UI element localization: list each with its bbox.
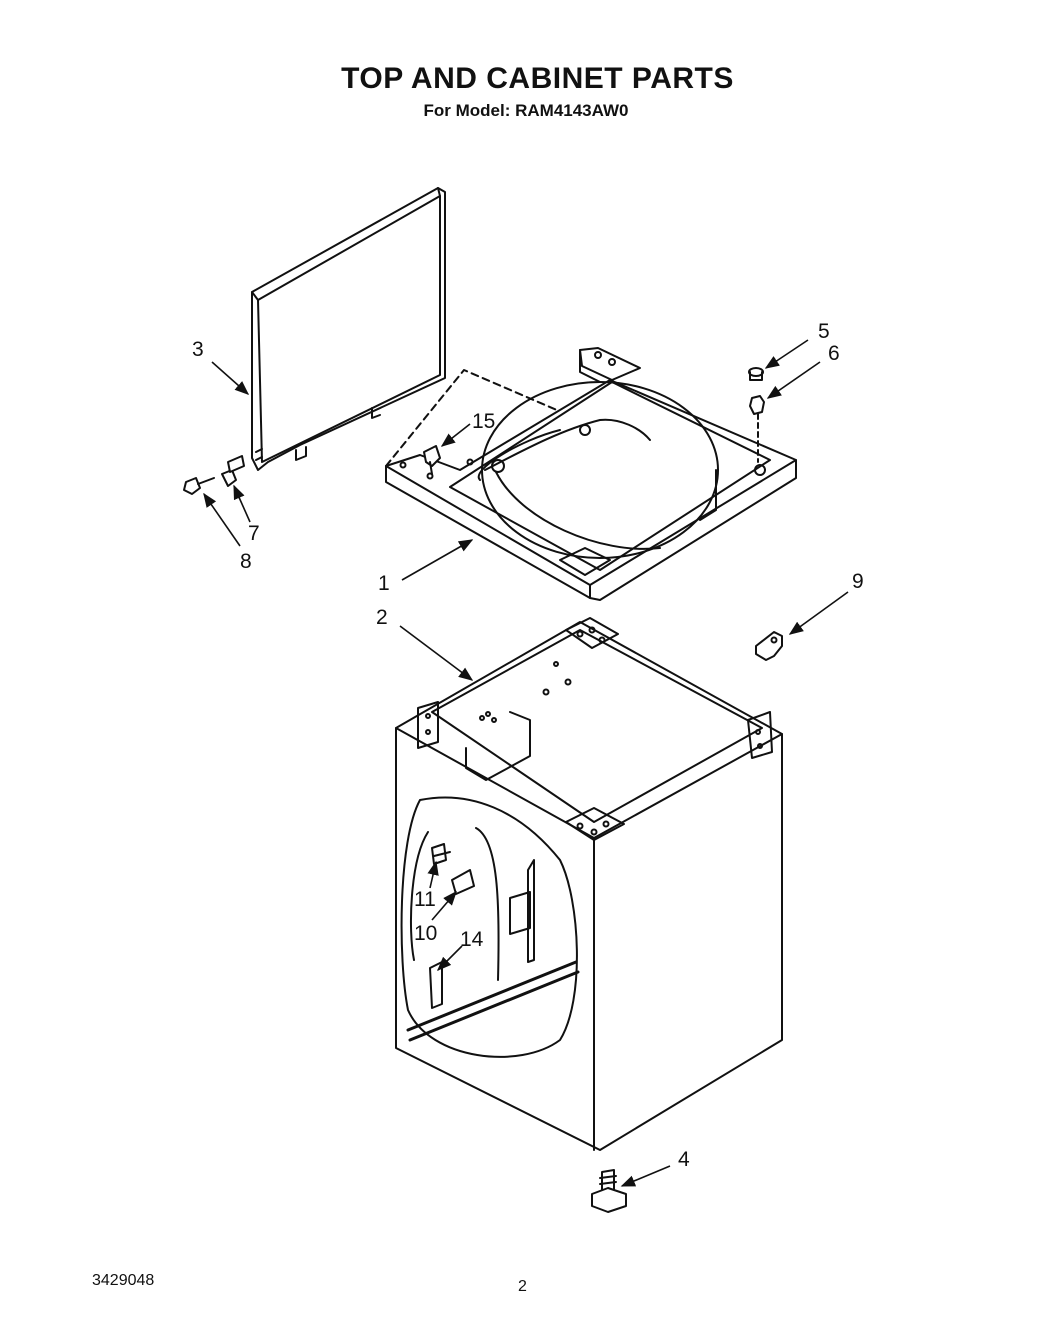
leader-7: [233, 484, 251, 523]
hinge-part-7: [221, 455, 245, 487]
callout-10: 10: [414, 922, 437, 945]
leader-3: [211, 361, 250, 395]
clip-part-15: [423, 445, 441, 475]
leader-15: [440, 423, 471, 447]
callout-8: 8: [240, 550, 252, 573]
callout-1: 1: [378, 572, 390, 595]
bumper-part-6: [749, 395, 765, 463]
callout-5: 5: [818, 320, 830, 343]
lid-part: [251, 187, 446, 471]
callout-14: 14: [460, 928, 484, 951]
leader-8: [203, 492, 241, 547]
callout-6: 6: [828, 342, 840, 365]
leader-2: [399, 625, 474, 681]
page-number: 2: [518, 1278, 527, 1295]
callout-15: 15: [472, 410, 495, 433]
leader-5: [764, 339, 809, 369]
callout-7: 7: [248, 522, 260, 545]
leader-6: [766, 361, 821, 399]
bracket-part-9: [755, 631, 783, 661]
document-number: 3429048: [92, 1272, 155, 1289]
leveling-leg-part-4: [591, 1169, 627, 1213]
cabinet-part: [395, 617, 783, 1151]
callout-9: 9: [852, 570, 864, 593]
leader-9: [788, 591, 849, 635]
leader-11: [427, 860, 439, 889]
leader-10: [431, 890, 457, 921]
top-frame-part: [385, 347, 797, 601]
leader-1: [401, 539, 474, 581]
callout-4: 4: [678, 1148, 690, 1171]
callout-11: 11: [414, 888, 436, 911]
plug-part-5: [748, 367, 764, 381]
model-subtitle: For Model: RAM4143AW0: [423, 101, 629, 120]
callout-3: 3: [192, 338, 204, 361]
callout-2: 2: [376, 606, 388, 629]
leader-4: [620, 1165, 671, 1187]
screw-part-8: [183, 477, 215, 495]
page-title: TOP AND CABINET PARTS: [341, 62, 734, 95]
leader-14: [436, 945, 463, 972]
